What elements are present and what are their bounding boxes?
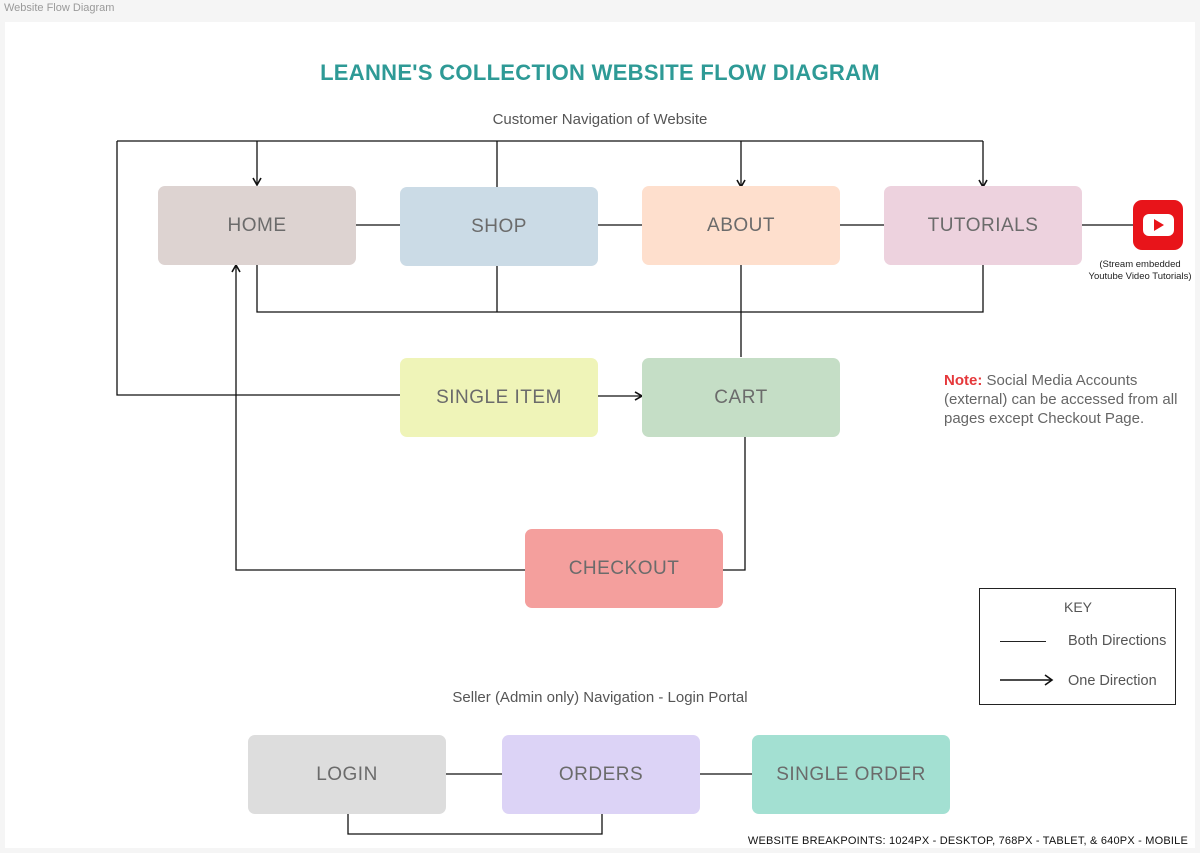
customer-subtitle: Customer Navigation of Website [492, 111, 708, 128]
diagram-title: LEANNE'S COLLECTION WEBSITE FLOW DIAGRAM [320, 60, 880, 85]
note-text: Note: Social Media Accounts (external) c… [944, 371, 1184, 428]
node-orders[interactable]: ORDERS [502, 735, 700, 814]
diagram-canvas [5, 22, 1195, 848]
breakpoints-note: WEBSITE BREAKPOINTS: 1024PX - DESKTOP, 7… [747, 835, 1188, 847]
youtube-caption-line2: Youtube Video Tutorials) [1088, 271, 1192, 282]
key-both-label: Both Directions [1068, 633, 1167, 649]
seller-subtitle: Seller (Admin only) Navigation - Login P… [452, 689, 748, 706]
key-arrow-icon [1000, 674, 1054, 686]
note-body: Social Media Accounts (external) can be … [944, 372, 1178, 427]
key-one-label: One Direction [1068, 673, 1157, 689]
legend-key: KEY Both Directions One Direction [979, 588, 1176, 705]
youtube-icon[interactable] [1133, 200, 1183, 250]
node-login[interactable]: LOGIN [248, 735, 446, 814]
node-cart[interactable]: CART [642, 358, 840, 437]
node-home[interactable]: HOME [158, 186, 356, 265]
login-orders-bottom-line [347, 813, 603, 835]
node-shop[interactable]: SHOP [400, 187, 598, 266]
left-loop-line [116, 141, 400, 396]
arrow-checkout-to-home [231, 263, 525, 571]
cart-checkout-line [723, 437, 746, 571]
node-tutorials[interactable]: TUTORIALS [884, 186, 1082, 265]
node-single-order[interactable]: SINGLE ORDER [752, 735, 950, 814]
node-about[interactable]: ABOUT [642, 186, 840, 265]
youtube-caption-line1: (Stream embedded [1099, 259, 1181, 270]
key-title: KEY [1063, 599, 1092, 615]
node-single-item[interactable]: SINGLE ITEM [400, 358, 598, 437]
node-checkout[interactable]: CHECKOUT [525, 529, 723, 608]
note-label: Note: [944, 372, 983, 389]
bottom-bus-line [256, 265, 984, 313]
youtube-caption: (Stream embedded Youtube Video Tutorials… [1080, 259, 1200, 283]
frame-label: Website Flow Diagram [4, 2, 115, 14]
key-both-line [1000, 641, 1046, 642]
